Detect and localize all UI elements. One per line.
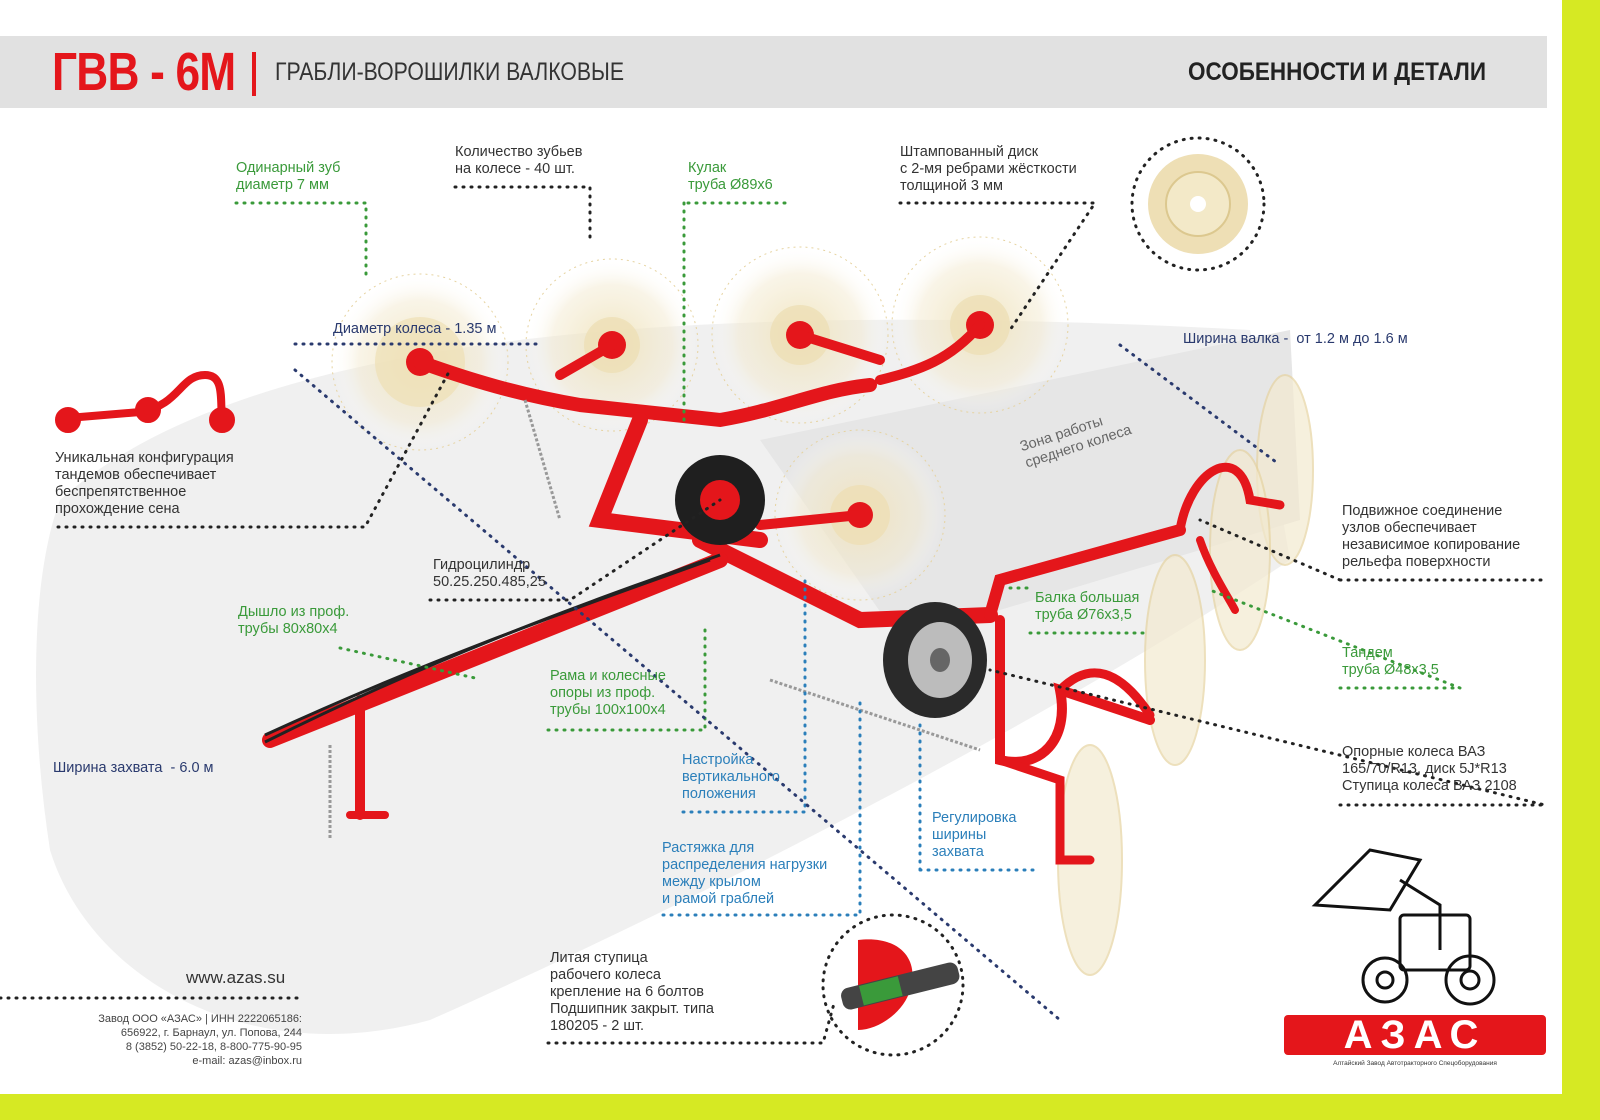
label-hydraulic: Гидроцилиндр 50.25.250.485,25 — [433, 557, 546, 590]
logo-text: АЗАС — [1343, 1013, 1487, 1057]
frame-arms — [262, 320, 1285, 865]
label-swath-width: Ширина валка - от 1.2 м до 1.6 м — [1183, 331, 1408, 347]
label-movable-joint: Подвижное соединение узлов обеспечивает … — [1342, 503, 1521, 570]
disc-callout — [1130, 136, 1266, 272]
label-brace: Растяжка для распределения нагрузки межд… — [662, 840, 828, 907]
label-tandem-config: Уникальная конфигурация тандемов обеспеч… — [55, 450, 234, 517]
title-divider — [252, 52, 256, 96]
label-tandem: Тандем труба Ø48х3,5 — [1342, 645, 1439, 678]
label-single-tooth: Одинарный зуб диаметр 7 мм — [236, 160, 341, 193]
company-info: Завод ООО «АЗАС» | ИНН 2222065186: 65692… — [98, 1013, 302, 1067]
support-wheel — [883, 602, 987, 718]
hub-callout — [821, 913, 965, 1057]
label-wheel-diameter: Диаметр колеса - 1.35 м — [333, 321, 497, 337]
label-fist: Кулак труба Ø89х6 — [688, 160, 773, 193]
tandem-icon — [55, 370, 235, 433]
label-width-adjust: Регулировка ширины захвата — [932, 810, 1017, 860]
accent-strip-bottom — [0, 1094, 1600, 1120]
header-bar — [0, 36, 1547, 108]
section-title: ОСОБЕННОСТИ И ДЕТАЛИ — [1188, 58, 1486, 86]
tractor-logo-icon — [1311, 848, 1496, 1006]
label-teeth-count: Количество зубьев на колесе - 40 шт. — [455, 144, 583, 177]
accent-strip-right — [1562, 0, 1600, 1094]
hydraulic-hoses — [264, 553, 721, 744]
website-link[interactable]: www.azas.su — [186, 968, 286, 987]
label-vertical-adjust: Настройка вертикального положения — [682, 752, 780, 802]
label-support-wheels: Опорные колеса ВАЗ 165/70/R13, диск 5J*R… — [1342, 744, 1517, 794]
logo-caption: Алтайский Завод Автотракторного Спецобор… — [1333, 1060, 1497, 1067]
product-subtitle: ГРАБЛИ-ВОРОШИЛКИ ВАЛКОВЫЕ — [275, 58, 625, 86]
leader-lines — [0, 185, 1547, 1045]
label-work-width: Ширина захвата - 6.0 м — [53, 760, 214, 776]
label-big-beam: Балка большая труба Ø76х3,5 — [1035, 590, 1140, 623]
label-drawbar: Дышло из проф. трубы 80х80х4 — [238, 604, 350, 637]
label-cast-hub: Литая ступица рабочего колеса крепление … — [550, 950, 714, 1034]
azas-logo-mark — [1284, 1015, 1546, 1055]
label-frame: Рама и колесные опоры из проф. трубы 100… — [550, 668, 666, 718]
label-stamped-disc: Штампованный диск с 2-мя ребрами жёсткос… — [900, 144, 1077, 194]
model-title: ГВВ - 6М — [52, 42, 236, 102]
